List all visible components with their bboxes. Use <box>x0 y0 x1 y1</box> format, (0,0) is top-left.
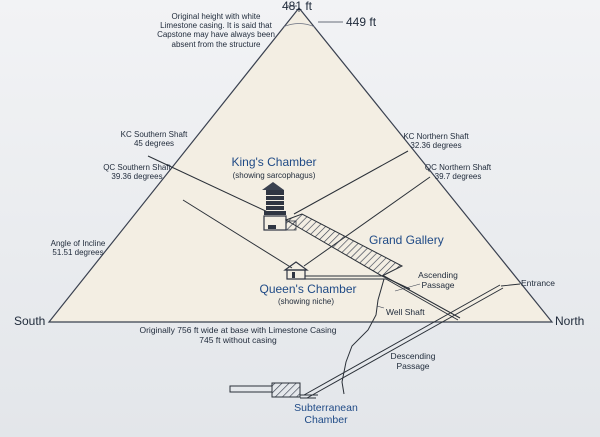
label-queens-chamber: Queen's Chamber <box>259 282 357 296</box>
label-descending-passage: Descending Passage <box>390 351 436 371</box>
label-481-ft: 481 ft <box>281 0 313 13</box>
queens-chamber-structure <box>283 261 309 280</box>
qc-northern-shaft-line <box>303 176 431 267</box>
label-angle-of-incline: Angle of Incline 51.51 degrees <box>50 239 106 258</box>
label-queens-chamber-note: (showing niche) <box>277 297 335 306</box>
descending-passage-lower <box>306 287 504 399</box>
ascending-passage-upper <box>383 275 461 319</box>
label-ascending-passage: Ascending Passage <box>418 270 458 290</box>
kings-chamber-structure <box>262 182 297 231</box>
label-kc-southern-shaft: KC Southern Shaft 45 degrees <box>120 130 188 149</box>
label-449-ft: 449 ft <box>346 15 377 29</box>
label-entrance: Entrance <box>521 278 556 288</box>
label-kings-chamber-note: (showing sarcophagus) <box>232 171 316 180</box>
descending-passage-upper <box>303 284 501 396</box>
label-south: South <box>14 314 46 328</box>
label-qc-northern-shaft: QC Northern Shaft 39.7 degrees <box>424 163 492 182</box>
kc-southern-shaft-line <box>147 155 273 215</box>
qc-southern-shaft-line <box>182 199 293 269</box>
label-481-note: Original height with white Limestone cas… <box>157 12 275 49</box>
ascending-pointer <box>394 283 421 292</box>
label-well-shaft: Well Shaft <box>386 307 425 317</box>
label-qc-southern-shaft: QC Southern Shaft 39.36 degrees <box>103 163 171 182</box>
ascending-passage-lower <box>385 278 459 321</box>
truncated-apex-line <box>282 23 316 28</box>
label-kc-northern-shaft: KC Northern Shaft 32.36 degrees <box>403 132 469 151</box>
grand-gallery <box>284 213 404 277</box>
kc-northern-shaft-line <box>293 150 409 215</box>
label-kings-chamber: King's Chamber <box>231 155 317 169</box>
label-north: North <box>555 314 585 328</box>
well-shaft-line <box>341 278 385 395</box>
label-base-note: Originally 756 ft wide at base with Lime… <box>139 325 337 345</box>
label-subterranean-chamber: Subterranean Chamber <box>294 402 358 427</box>
label-grand-gallery: Grand Gallery <box>369 233 444 247</box>
subterranean-chamber-structure <box>229 382 318 399</box>
well-pointer <box>376 305 385 309</box>
entrance-pointer <box>500 283 521 287</box>
